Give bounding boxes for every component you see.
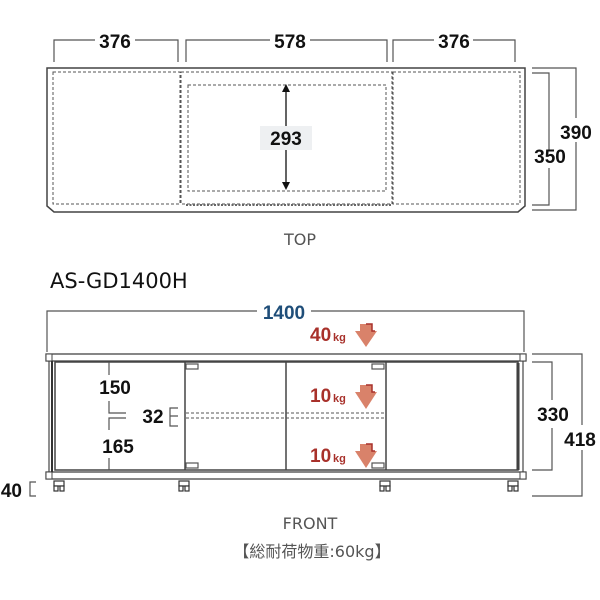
shelf-lower-height: 165 bbox=[102, 437, 134, 458]
total-width-line bbox=[46, 310, 525, 352]
height-dimensions: 330 418 bbox=[532, 353, 596, 497]
depth-dimensions: 350 390 bbox=[532, 67, 592, 211]
top-width-right: 376 bbox=[438, 32, 470, 53]
casters bbox=[53, 480, 519, 492]
svg-text:10: 10 bbox=[310, 386, 331, 407]
top-width-center: 578 bbox=[274, 32, 306, 53]
load-lower-shelf: 10 kg bbox=[310, 443, 377, 468]
shelf-dimensions: 150 32 165 bbox=[99, 362, 178, 470]
top-view-label: TOP bbox=[283, 230, 316, 249]
down-arrow-icon bbox=[355, 331, 377, 347]
top-board bbox=[45, 353, 527, 362]
bottom-board bbox=[45, 471, 527, 480]
top-left-compartment bbox=[52, 71, 181, 205]
svg-text:kg: kg bbox=[333, 453, 346, 465]
load-upper-shelf: 10 kg bbox=[310, 384, 377, 409]
svg-text:kg: kg bbox=[333, 393, 346, 405]
depth-outer: 390 bbox=[560, 123, 592, 144]
model-name: AS-GD1400H bbox=[50, 269, 188, 293]
top-center-opening bbox=[187, 84, 387, 192]
svg-text:kg: kg bbox=[333, 332, 346, 344]
top-right-compartment bbox=[392, 71, 521, 205]
top-width-dimensions: 376 578 376 bbox=[53, 32, 516, 62]
down-arrow-icon bbox=[355, 451, 377, 468]
shelf-thickness: 32 bbox=[142, 407, 163, 428]
top-center-compartment bbox=[180, 71, 393, 205]
depth-inner: 350 bbox=[534, 147, 566, 168]
down-arrow-icon bbox=[355, 392, 377, 409]
total-width: 1400 bbox=[263, 303, 305, 324]
caster-icon bbox=[53, 480, 65, 492]
load-top: 40 kg bbox=[310, 323, 377, 347]
caster-icon bbox=[178, 480, 190, 492]
caster-icon bbox=[379, 480, 391, 492]
svg-text:40: 40 bbox=[310, 325, 331, 346]
height-inner: 330 bbox=[537, 405, 569, 426]
front-view: AS-GD1400H 1400 150 bbox=[1, 269, 596, 561]
caster-height: 40 bbox=[1, 481, 22, 502]
shelf-upper-height: 150 bbox=[99, 378, 131, 399]
total-load-note: 【総耐荷物重:60kg】 bbox=[233, 542, 390, 561]
top-width-left: 376 bbox=[99, 32, 131, 53]
top-view: 376 578 376 293 350 390 T bbox=[46, 32, 592, 249]
top-outline bbox=[46, 67, 526, 213]
height-outer: 418 bbox=[564, 430, 596, 451]
caster-icon bbox=[507, 480, 519, 492]
inner-depth-dimension: 293 bbox=[260, 84, 312, 190]
svg-text:293: 293 bbox=[270, 129, 302, 150]
front-view-label: FRONT bbox=[283, 514, 338, 533]
svg-text:10: 10 bbox=[310, 446, 331, 467]
